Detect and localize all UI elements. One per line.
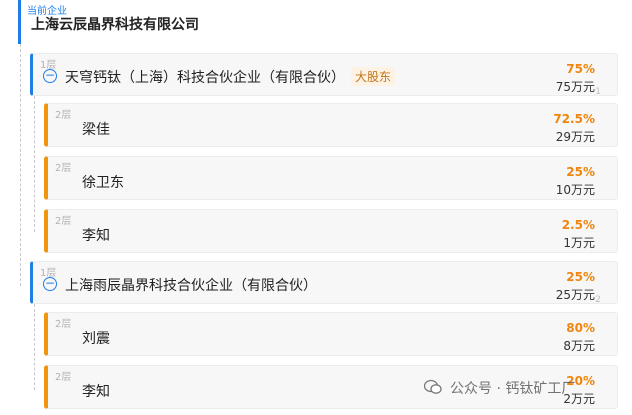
shareholder-name[interactable]: 梁佳 xyxy=(82,122,110,138)
row-index: 2 xyxy=(595,295,601,305)
shareholder-card-level2[interactable]: 2层 梁佳 72.5% 29万元 xyxy=(44,103,618,147)
share-amount: 10万元 xyxy=(555,183,595,197)
shareholder-card-level2[interactable]: 2层 徐卫东 25% 10万元 xyxy=(44,156,618,200)
shareholder-card-level2[interactable]: 2层 刘震 80% 8万元 xyxy=(44,312,618,356)
shareholder-card-level2[interactable]: 2层 李知 2.5% 1万元 xyxy=(44,209,618,253)
collapse-icon[interactable]: − xyxy=(43,68,57,83)
share-amount: 25万元 xyxy=(555,288,595,302)
shareholder-card-level1[interactable]: 1层 − 上海雨辰晶界科技合伙企业（有限合伙） 25% 25万元 2 xyxy=(30,261,618,305)
shareholder-card-level2[interactable]: 2层 李知 20% 2万元 xyxy=(44,365,618,409)
layer-label: 1层 xyxy=(40,268,57,279)
share-percent: 80% xyxy=(566,321,595,335)
share-percent: 75% xyxy=(566,62,595,76)
shareholder-name[interactable]: 徐卫东 xyxy=(82,175,124,191)
layer-label: 2层 xyxy=(55,216,72,227)
shareholder-name[interactable]: 上海雨辰晶界科技合伙企业（有限合伙） xyxy=(65,278,317,294)
current-company-header: 当前企业 上海云辰晶界科技有限公司 xyxy=(18,0,630,44)
current-company-label: 当前企业 xyxy=(27,6,67,17)
shareholder-name[interactable]: 李知 xyxy=(82,384,110,400)
major-shareholder-badge: 大股东 xyxy=(351,67,396,86)
layer-label: 2层 xyxy=(55,372,72,383)
collapse-icon[interactable]: − xyxy=(43,276,57,291)
layer-label: 2层 xyxy=(55,163,72,174)
share-amount: 2万元 xyxy=(563,392,595,406)
share-amount: 8万元 xyxy=(563,339,595,353)
watermark-text: 公众号 · 钙钛矿工厂 xyxy=(450,381,576,397)
tree-line xyxy=(20,44,21,286)
share-percent: 72.5% xyxy=(553,112,595,126)
shareholder-card-level1[interactable]: 1层 − 天穹钙钛（上海）科技合伙企业（有限合伙） 大股东 75% 75万元 1 xyxy=(30,53,618,97)
layer-label: 1层 xyxy=(40,60,57,71)
shareholder-name[interactable]: 天穹钙钛（上海）科技合伙企业（有限合伙） xyxy=(65,70,345,86)
share-percent: 25% xyxy=(566,270,595,284)
layer-label: 2层 xyxy=(55,110,72,121)
share-amount: 29万元 xyxy=(555,130,595,144)
shareholder-name[interactable]: 李知 xyxy=(82,228,110,244)
tree-line xyxy=(34,96,35,232)
wechat-icon xyxy=(424,379,442,394)
share-amount: 75万元 xyxy=(555,80,595,94)
current-company-name: 上海云辰晶界科技有限公司 xyxy=(31,17,199,33)
layer-label: 2层 xyxy=(55,319,72,330)
share-percent: 20% xyxy=(566,374,595,388)
shareholder-name[interactable]: 刘震 xyxy=(82,331,110,347)
share-amount: 1万元 xyxy=(563,236,595,250)
row-index: 1 xyxy=(595,87,601,97)
share-percent: 25% xyxy=(566,165,595,179)
tree-line xyxy=(34,304,35,390)
share-percent: 2.5% xyxy=(561,218,595,232)
